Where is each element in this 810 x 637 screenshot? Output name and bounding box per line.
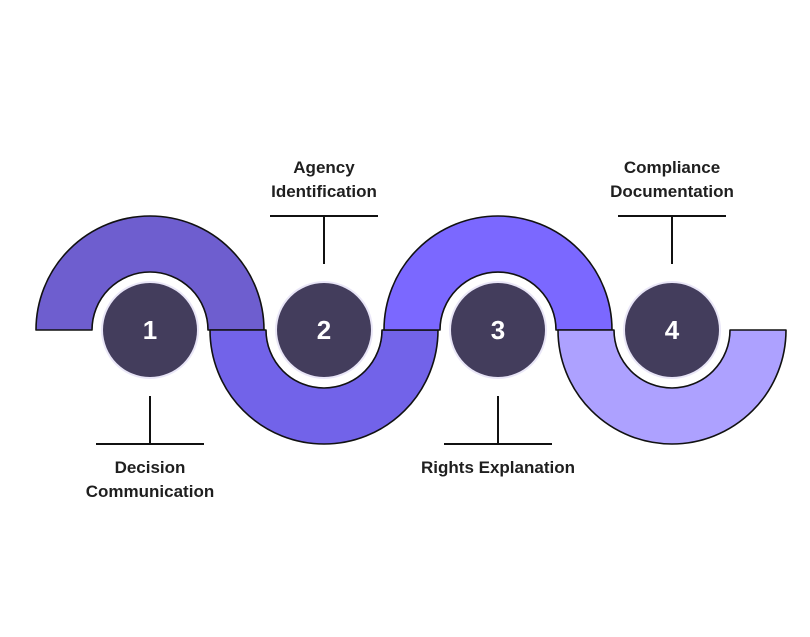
step-4-label-line-2: Documentation [610, 182, 734, 201]
step-3-label: Rights Explanation [398, 456, 598, 480]
label-connectors [96, 215, 726, 445]
step-number-3: 3 [491, 315, 505, 345]
step-circle-3 [451, 283, 545, 377]
step-2-label-line-1: Agency [293, 158, 355, 177]
step-1-label-line-2: Communication [85, 482, 215, 501]
step-2-label: Agency Identification [224, 156, 424, 204]
step-number-1: 1 [143, 315, 157, 345]
wave-segment-3 [383, 215, 613, 331]
step-number-2: 2 [317, 315, 331, 345]
step-number-4: 4 [665, 315, 680, 345]
step-3-label-line-1: Rights Explanation [421, 458, 575, 477]
step-4-label: Compliance Documentation [572, 156, 772, 204]
step-1-label: Decision Communication [50, 456, 250, 504]
step-circle-1 [103, 283, 197, 377]
step-1-label-line-1: Decision [114, 458, 186, 477]
wave-segment-2 [209, 329, 439, 445]
step-circle-4 [625, 283, 719, 377]
step-2-label-line-2: Identification [271, 182, 377, 201]
step-circles: 1 2 3 4 [101, 281, 721, 379]
wave-segment-1 [35, 215, 265, 331]
wave-segment-4 [557, 329, 787, 445]
step-4-label-line-1: Compliance [623, 158, 721, 177]
wave-segments [35, 215, 787, 445]
step-circle-2 [277, 283, 371, 377]
